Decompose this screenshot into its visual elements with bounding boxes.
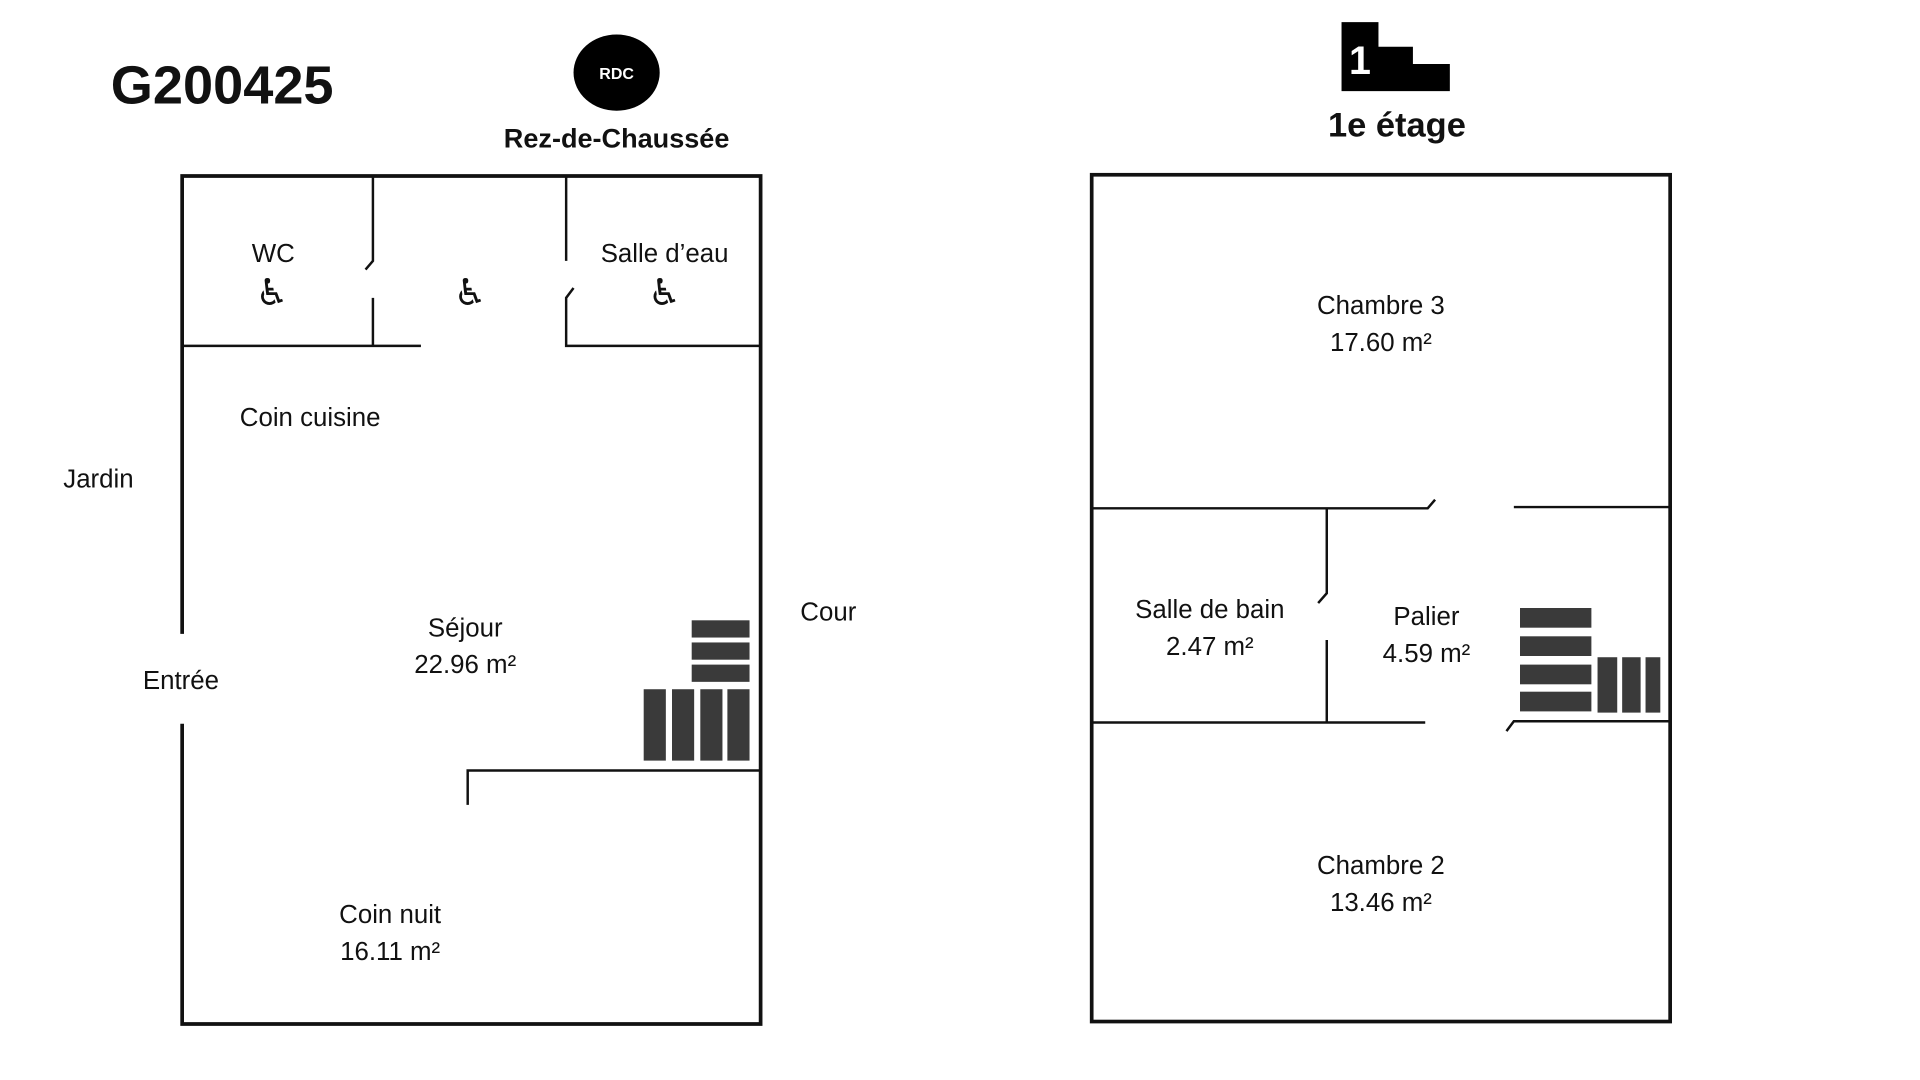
floor-level-number: 1 [1349, 39, 1371, 83]
reference-code: G200425 [111, 55, 334, 115]
label-cour: Cour [800, 598, 856, 626]
room-sejour: Séjour [428, 614, 503, 642]
wheelchair-icon: ♿ [454, 271, 487, 314]
room-wc: WC [252, 240, 295, 268]
room-salle-de-bain-area: 2.47 m² [1166, 633, 1254, 661]
room-palier: Palier [1393, 603, 1459, 631]
room-coin-nuit: Coin nuit [339, 901, 441, 929]
ground-floor-plan: ♿ ♿ ♿ WC Salle d’eau Coin cuisine Jardin… [63, 174, 857, 1026]
first-floor-plan: Chambre 3 17.60 m² Salle de bain 2.47 m²… [1089, 172, 1672, 1024]
exterior-wall [180, 174, 763, 1026]
rdc-badge-label: RDC [599, 66, 634, 83]
room-coin-nuit-area: 16.11 m² [340, 938, 440, 966]
room-palier-area: 4.59 m² [1383, 640, 1471, 668]
label-entree: Entrée [143, 667, 219, 695]
room-chambre-3: Chambre 3 [1317, 292, 1445, 320]
rdc-badge-circle [573, 34, 660, 111]
room-coin-cuisine: Coin cuisine [240, 404, 381, 432]
room-chambre-3-area: 17.60 m² [1330, 329, 1432, 357]
wheelchair-icon: ♿ [255, 271, 288, 314]
room-salle-de-bain: Salle de bain [1135, 596, 1284, 624]
room-salle-deau: Salle d’eau [601, 240, 729, 268]
wheelchair-icon: ♿ [648, 271, 681, 314]
room-sejour-area: 22.96 m² [414, 651, 516, 679]
floor-level-icon: 1 [1341, 22, 1450, 92]
stairs-icon [1520, 608, 1661, 713]
room-chambre-2: Chambre 2 [1317, 852, 1445, 880]
room-chambre-2-area: 13.46 m² [1330, 889, 1432, 917]
stairs-icon [643, 620, 750, 761]
interior-walls [1091, 498, 1671, 732]
rdc-badge: RDC [573, 34, 660, 111]
ground-floor-title: Rez-de-Chaussée [504, 123, 730, 154]
interior-walls [182, 176, 761, 805]
first-floor-title: 1e étage [1328, 107, 1466, 145]
exterior-wall [1089, 172, 1672, 1024]
label-jardin: Jardin [63, 465, 133, 493]
